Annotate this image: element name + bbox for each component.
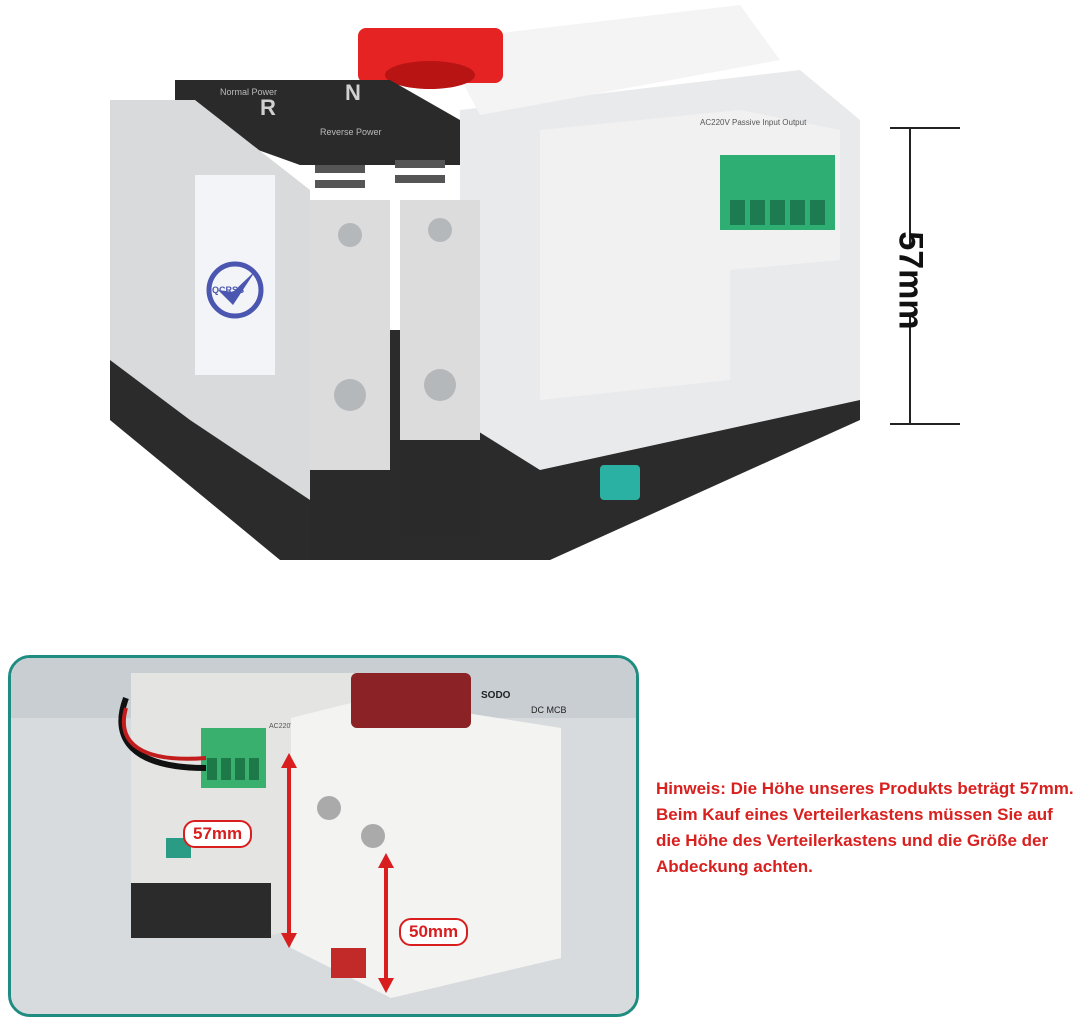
knob-letter-right: N bbox=[345, 80, 361, 105]
breaker-body bbox=[291, 698, 561, 998]
dimension-line-top bbox=[890, 127, 960, 129]
tag-50mm: 50mm bbox=[399, 918, 469, 946]
installation-photo: AC220V Passive Input Output SODO DC MCB … bbox=[8, 655, 639, 1017]
dimension-line-bottom bbox=[890, 423, 960, 425]
certification-sticker bbox=[195, 175, 275, 375]
breaker-terminal-red bbox=[331, 948, 366, 978]
screw-icon bbox=[317, 796, 341, 820]
installation-scene: AC220V Passive Input Output SODO DC MCB bbox=[11, 658, 636, 1014]
label-normal-power: Normal Power bbox=[220, 87, 277, 97]
terminal-base-right bbox=[400, 440, 480, 535]
green-terminal-icon bbox=[201, 728, 266, 788]
module-base bbox=[131, 883, 271, 938]
red-knob-icon bbox=[358, 28, 503, 89]
green-terminal-icon bbox=[720, 155, 835, 230]
cable bbox=[118, 696, 207, 771]
dimension-label: 57mm bbox=[891, 230, 930, 330]
tag-57mm: 57mm bbox=[183, 820, 253, 848]
screw-icon bbox=[334, 218, 456, 411]
dimension-label-box: 57mm bbox=[860, 231, 960, 329]
vent-slots bbox=[315, 160, 445, 188]
knob-letter-left: R bbox=[260, 95, 276, 120]
terminal-base-left bbox=[310, 470, 390, 560]
breaker-type: DC MCB bbox=[531, 705, 567, 715]
height-note: Hinweis: Die Höhe unseres Produkts beträ… bbox=[656, 779, 1074, 876]
product-illustration: R N Normal Power Reverse Power QCRSS AC2… bbox=[110, 5, 860, 560]
breaker-brand: SODO bbox=[481, 690, 511, 701]
terminal-label: AC220V Passive Input Output bbox=[700, 118, 807, 127]
svg-text:QCRSS: QCRSS bbox=[212, 285, 244, 295]
breaker-toggle bbox=[351, 673, 471, 728]
din-clip bbox=[600, 465, 640, 500]
label-reverse-power: Reverse Power bbox=[320, 127, 382, 137]
qcrss-badge-icon: QCRSS bbox=[206, 261, 264, 319]
device-top-panel bbox=[440, 5, 780, 115]
